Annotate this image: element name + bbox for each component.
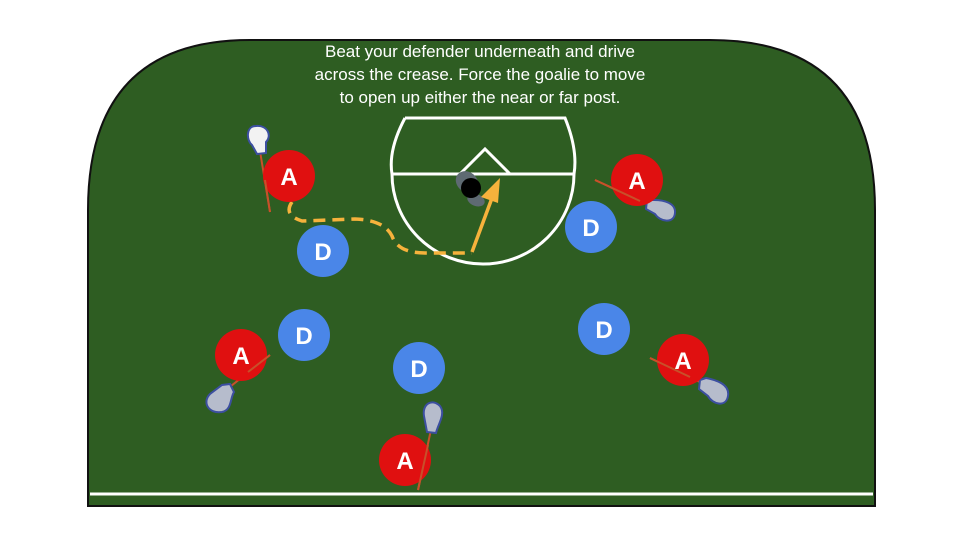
- defender-5: D: [578, 303, 630, 355]
- field: [87, 39, 876, 507]
- attacker-2: A: [611, 154, 663, 206]
- attacker-label: A: [396, 448, 413, 475]
- instruction-line: to open up either the near or far post.: [339, 88, 621, 107]
- goalie-icon: [455, 171, 485, 207]
- defender-label: D: [410, 356, 427, 383]
- shot-arrow: [470, 178, 500, 253]
- attackers: A A A A A: [215, 150, 709, 486]
- sticks: [205, 124, 730, 491]
- instruction-line: Beat your defender underneath and drive: [324, 42, 635, 61]
- defender-1: D: [297, 225, 349, 277]
- defender-label: D: [595, 317, 612, 344]
- drill-instruction: Beat your defender underneath and drive …: [270, 40, 690, 109]
- defender-4: D: [393, 342, 445, 394]
- attacker-5: A: [657, 334, 709, 386]
- crease: [389, 116, 577, 266]
- defenders: D D D D D: [278, 201, 630, 394]
- defender-label: D: [314, 239, 331, 266]
- attacker-1: A: [263, 150, 315, 202]
- attacker-4: A: [379, 434, 431, 486]
- attacker-dodge-path: [287, 201, 472, 255]
- attacker-label: A: [280, 164, 297, 191]
- defender-label: D: [582, 215, 599, 242]
- defender-label: D: [295, 323, 312, 350]
- goal: [458, 146, 512, 176]
- stick-shafts-overlay: [247, 179, 691, 491]
- defender-2: D: [565, 201, 617, 253]
- defender-3: D: [278, 309, 330, 361]
- attacker-label: A: [628, 168, 645, 195]
- attacker-3: A: [215, 329, 267, 381]
- instruction-line: across the crease. Force the goalie to m…: [314, 65, 646, 84]
- attacker-label: A: [232, 343, 249, 370]
- attacker-label: A: [674, 348, 691, 375]
